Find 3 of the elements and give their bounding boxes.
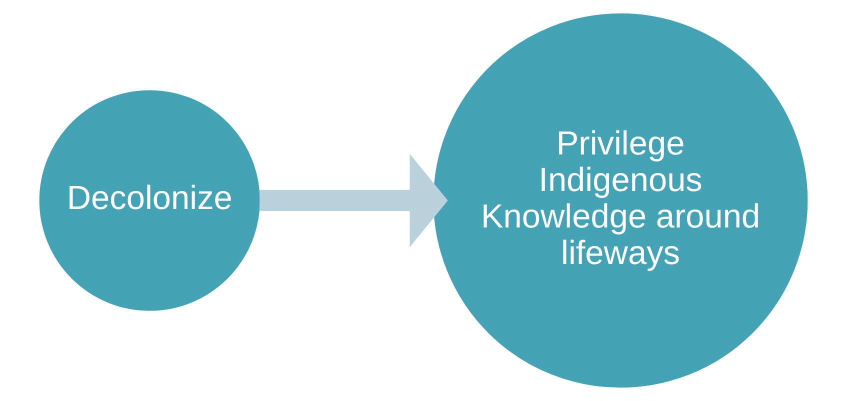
arrow	[260, 154, 448, 248]
node-circle: Privilege Indigenous Knowledge around lifeways	[433, 13, 808, 388]
node-circle: Decolonize	[39, 90, 260, 311]
